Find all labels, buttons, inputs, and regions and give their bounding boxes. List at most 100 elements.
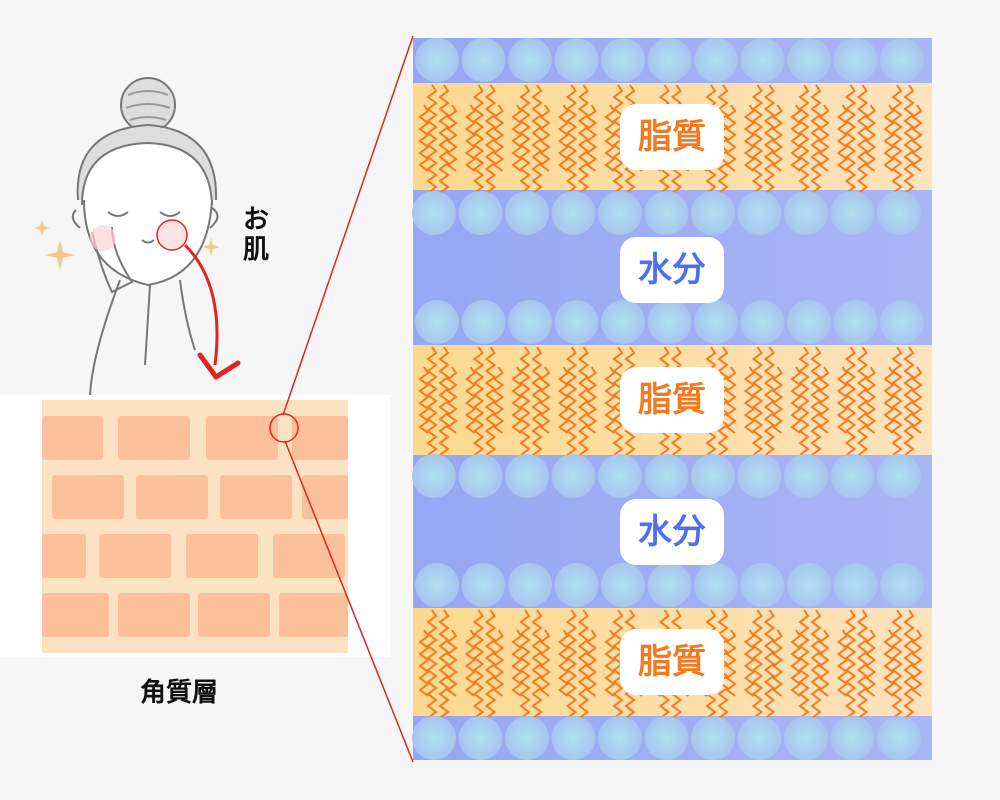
lipid-head-circle: [694, 38, 738, 82]
lipid-head-circle: [647, 38, 692, 82]
brick-magnify-circle: [269, 413, 299, 443]
lipid-chain: [891, 84, 903, 194]
lipid-chain: [818, 629, 830, 697]
lipid-chain: [725, 104, 737, 172]
lipid-head-circle: [833, 300, 878, 344]
lipid-chain: [519, 609, 531, 719]
lipid-chain: [585, 104, 598, 172]
lipid-head-circle: [644, 716, 689, 760]
bricks: [42, 416, 348, 637]
lipid-chain: [492, 366, 505, 434]
brick: [42, 534, 86, 578]
lipid-head-circle: [458, 716, 503, 760]
brick: [198, 593, 270, 637]
lipid-chain: [604, 366, 616, 434]
lipid-head-circle: [880, 38, 924, 82]
lipid-chain: [903, 84, 915, 194]
lipid-chain: [604, 104, 616, 172]
lipid-head-circle: [737, 191, 782, 235]
lipid-chain: [531, 346, 543, 456]
lipid-chain: [763, 346, 776, 456]
lipid-chain: [790, 104, 802, 172]
lipid-head-circle: [691, 454, 735, 498]
lipid-chain: [911, 629, 923, 697]
lipid-chain: [771, 366, 784, 434]
lipid-head-circle: [598, 454, 642, 498]
lipid-head-circle: [412, 191, 456, 235]
lipid-chain: [565, 84, 578, 194]
lipid-chain: [472, 346, 485, 456]
lipid-chain: [426, 84, 438, 194]
lipid-chain: [557, 629, 570, 697]
lipid-chain: [577, 609, 590, 719]
lipid-head-circle: [880, 300, 924, 344]
lipid-chain: [856, 84, 869, 194]
lipid-chain: [743, 104, 756, 172]
lipid-chain: [418, 104, 430, 172]
lipid-chain: [818, 104, 830, 172]
lipid-head-circle: [508, 300, 552, 344]
lipid-chain: [751, 84, 764, 194]
lipid-chain: [891, 346, 903, 456]
brick: [118, 593, 190, 637]
lipid-head-circle: [412, 716, 456, 760]
lipid-chain: [856, 609, 869, 719]
lipid-chain: [751, 609, 764, 719]
lipid-chain: [511, 366, 523, 434]
lipid-head-circle: [551, 191, 596, 235]
lipid-chain: [836, 366, 849, 434]
lipid-chain: [492, 629, 505, 697]
lipid-head-circle: [505, 191, 549, 235]
brick: [136, 475, 208, 519]
skin-label: お肌: [242, 205, 269, 265]
lipid-chain: [763, 84, 776, 194]
lipid-head-circle: [694, 563, 738, 607]
lipid-chain: [484, 84, 497, 194]
brick: [118, 416, 190, 460]
lipid-chain: [844, 609, 857, 719]
lipid-head-circle: [694, 300, 738, 344]
lipid-chain: [891, 609, 903, 719]
brick: [220, 475, 292, 519]
lipid-head-circle: [830, 454, 875, 498]
water-label-1: 水分: [620, 237, 724, 303]
lipid-chain: [604, 629, 616, 697]
lipid-head-circle: [598, 716, 642, 760]
lipid-chain: [511, 629, 523, 697]
lipid-chain: [771, 629, 784, 697]
lipid-head-circle: [461, 300, 506, 344]
lipid-chain: [446, 629, 458, 697]
lipid-chain: [464, 104, 477, 172]
brick: [99, 534, 171, 578]
brick: [292, 416, 348, 460]
lipid-chain: [810, 84, 822, 194]
lipid-head-circle: [412, 454, 456, 498]
lipid-chain: [531, 84, 543, 194]
lipid-chain: [557, 366, 570, 434]
lipid-chain: [883, 104, 895, 172]
lipid-head-circle: [508, 38, 552, 82]
lipid-chain: [771, 104, 784, 172]
lipid-chain: [810, 346, 822, 456]
brick: [273, 534, 345, 578]
brick: [42, 593, 109, 637]
lipid-head-circle: [601, 38, 645, 82]
lipid-head-circle: [691, 191, 735, 235]
lipid-head-circle: [833, 563, 878, 607]
lipid-chain: [911, 104, 923, 172]
lipid-chain: [883, 366, 895, 434]
lipid-chain: [798, 346, 810, 456]
lipid-chain: [763, 609, 776, 719]
lipid-chain: [856, 346, 869, 456]
lipid-chain: [810, 609, 822, 719]
lipid-chain: [903, 609, 915, 719]
lipid-chain: [717, 84, 729, 194]
lipid-head-circle: [458, 454, 503, 498]
lipid-chain: [790, 366, 802, 434]
lipid-chain: [844, 346, 857, 456]
zoom-line-top: [282, 35, 414, 416]
lipid-head-circle: [415, 300, 459, 344]
lipid-head-circle: [458, 191, 503, 235]
lipid-head-circle: [740, 300, 785, 344]
lipid-chain: [446, 104, 458, 172]
